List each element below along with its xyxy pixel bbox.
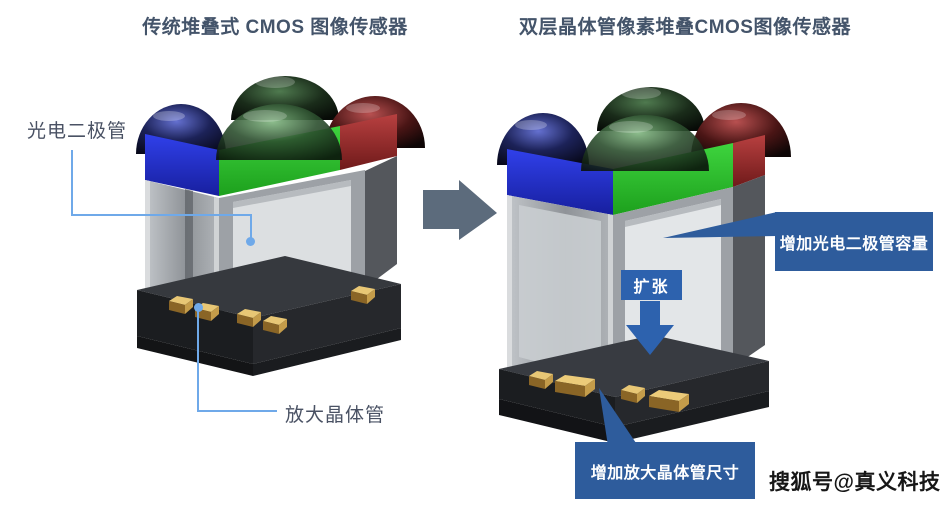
amplifier-leader-line [197,308,199,412]
photodiode-label: 光电二极管 [27,121,128,142]
expand-down-arrow-icon [626,301,674,355]
left-sensor-title: 传统堆叠式 CMOS 图像传感器 [142,17,408,38]
photodiode-columns [145,156,397,312]
photodiode-leader-dot [246,237,255,246]
right-sensor-title: 双层晶体管像素堆叠CMOS图像传感器 [518,17,851,38]
increase-photodiode-callout: 增加光电二极管容量 [775,212,933,271]
transistor-base [137,256,401,376]
watermark-text: 搜狐号@真义科技 [769,471,940,494]
increase-amplifier-callout: 增加放大晶体管尺寸 [575,442,755,499]
photodiode-leader-line [250,214,252,240]
photodiode-leader-line [71,214,252,216]
left-sensor-illustration [136,76,425,376]
front-microlens-dome [216,104,342,160]
expand-label: 扩张 [621,270,682,300]
amplifier-transistor-label: 放大晶体管 [285,405,386,426]
increase-photodiode-callout-pointer [663,212,777,238]
front-microlens-dome [581,115,709,171]
amplifier-leader-dot [194,303,203,312]
transform-arrow-icon [423,180,497,240]
photodiode-leader-line [71,150,73,216]
increase-amplifier-callout-pointer [599,388,638,446]
amplifier-leader-line [197,410,277,412]
right-sensor-illustration [497,87,791,443]
